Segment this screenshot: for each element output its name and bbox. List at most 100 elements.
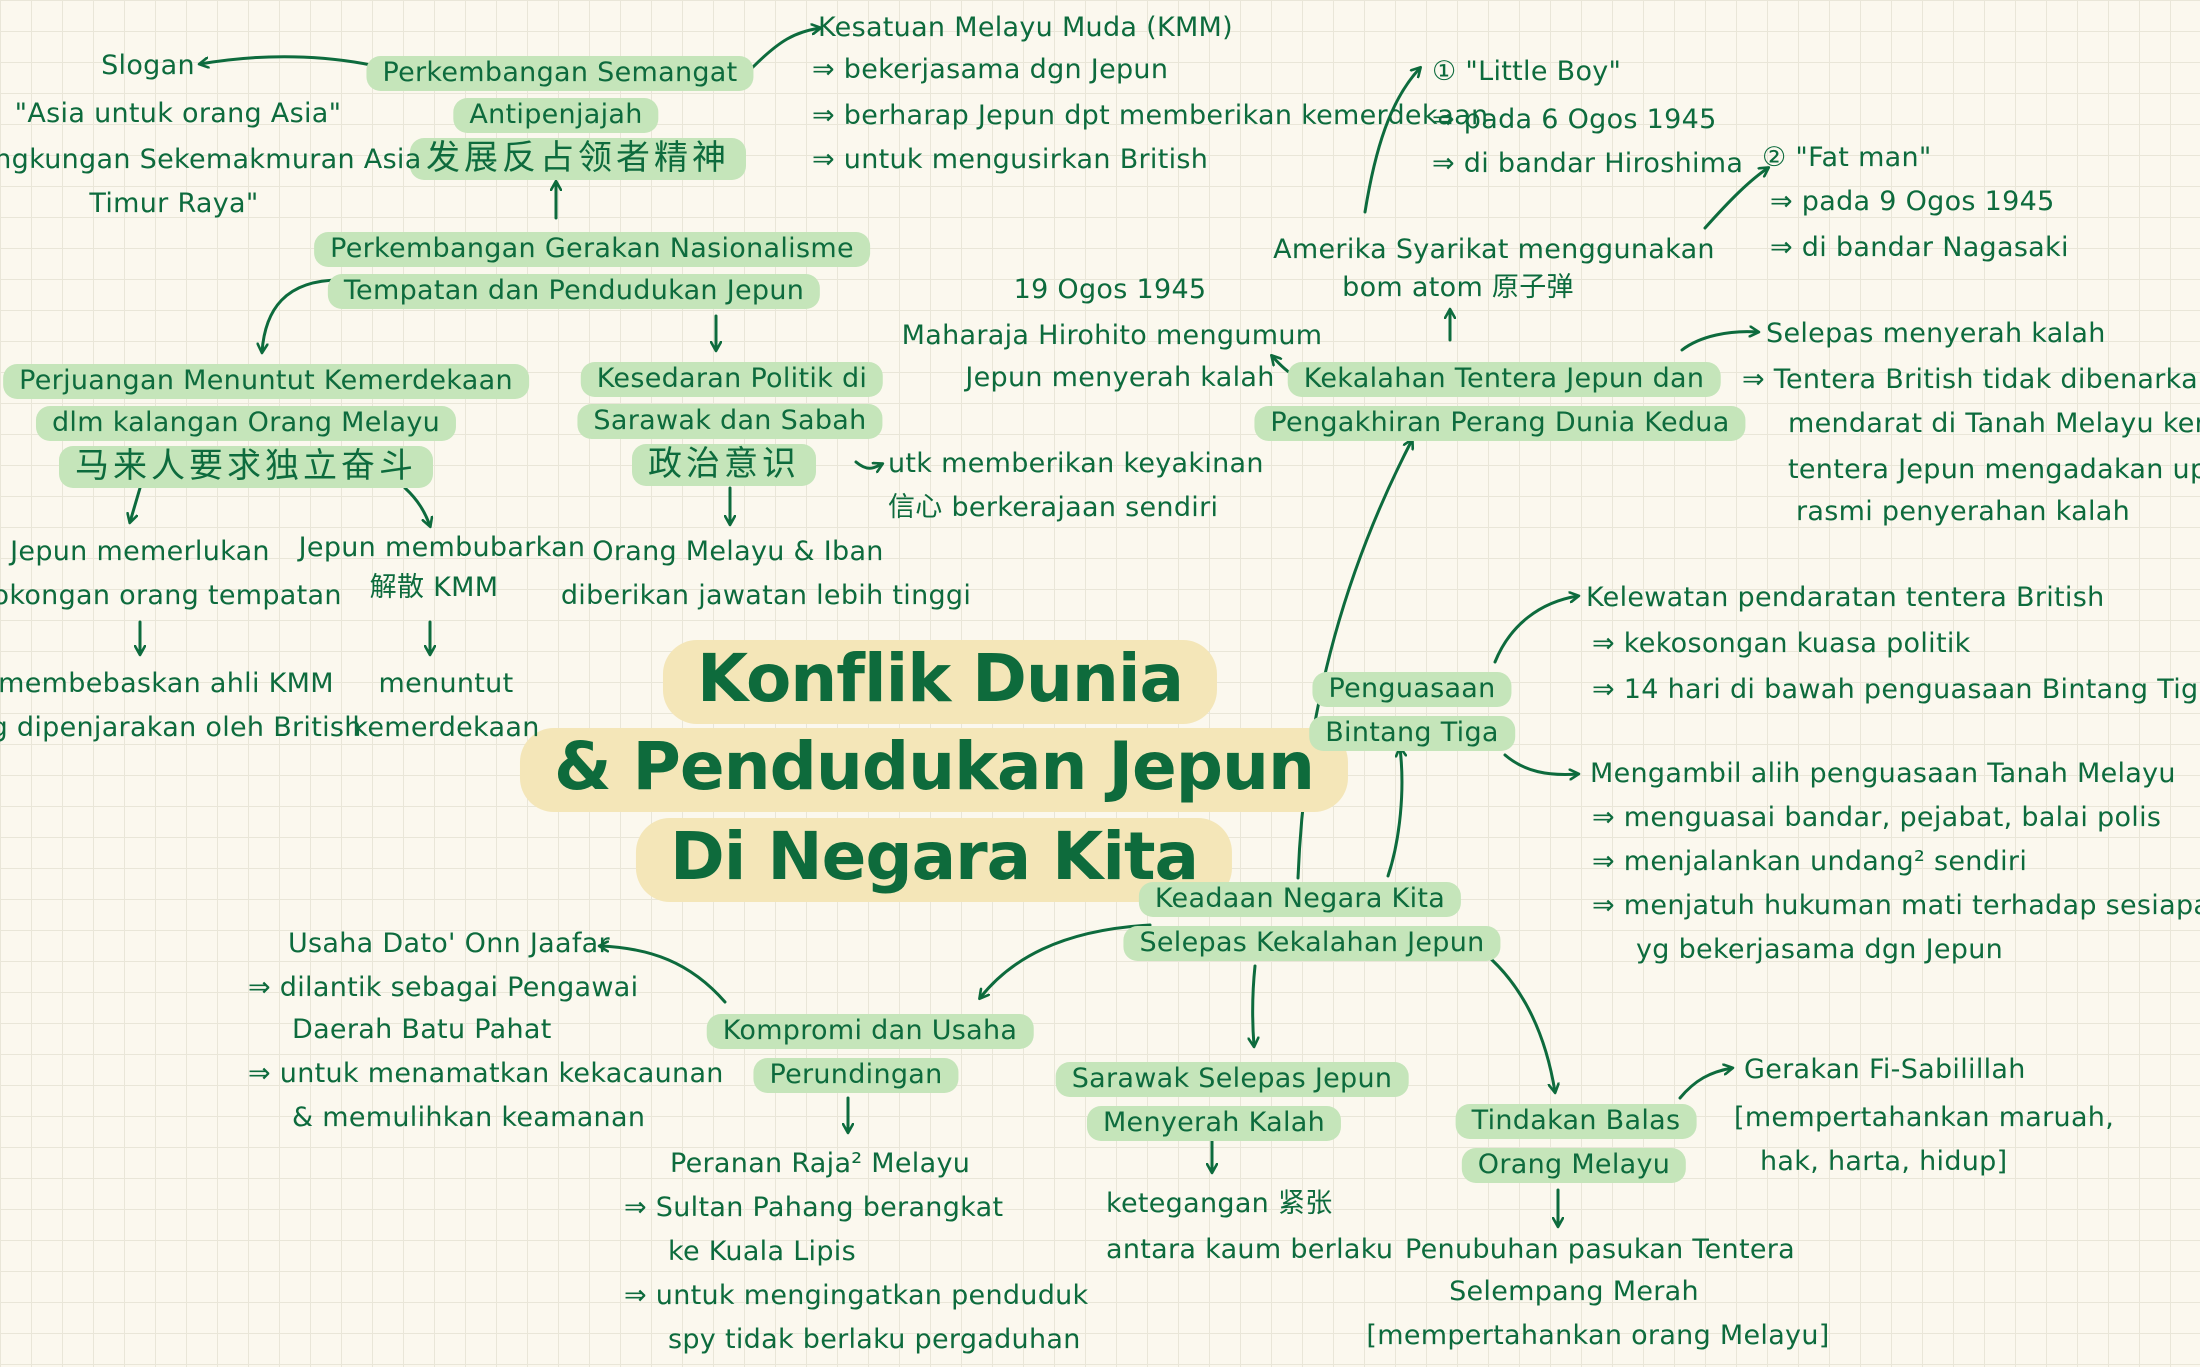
merah-1: Penubuhan pasukan Tentera xyxy=(1405,1234,1795,1265)
link-kekalahan-selepas xyxy=(1680,332,1758,352)
link-keadaan-kekalahan xyxy=(1296,440,1412,880)
tegang-1: ketegangan 紧张 xyxy=(1106,1188,1333,1219)
link-keadaan-kompromi xyxy=(980,923,1152,998)
yakin-1: utk memberikan keyakinan xyxy=(888,448,1264,479)
ambil-2: ⇒ menjalankan undang² sendiri xyxy=(1592,846,2028,877)
map-title-line-3: Di Negara Kita xyxy=(635,818,1233,902)
iban-1: Orang Melayu & Iban xyxy=(592,536,884,567)
raja-4: ⇒ untuk mengingatkan penduduk xyxy=(624,1280,1089,1311)
map-title-line-2: & Pendudukan Jepun xyxy=(519,728,1349,812)
raja-2: ⇒ Sultan Pahang berangkat xyxy=(624,1192,1004,1223)
ambil-1: ⇒ menguasai bandar, pejabat, balai polis xyxy=(1592,802,2162,833)
kmm-title: Kesatuan Melayu Muda (KMM) xyxy=(818,12,1233,43)
bebas-kmm-1: membebaskan ahli KMM xyxy=(0,668,334,699)
raja-5: spy tidak berlaku pergaduhan xyxy=(668,1324,1081,1355)
fat-1: ② "Fat man" xyxy=(1762,142,1932,173)
nasionalisme-main-1: Perkembangan Gerakan Nasionalisme xyxy=(314,232,870,267)
hirohito-date: 19 Ogos 1945 xyxy=(1013,274,1207,305)
link-bintang-lewat xyxy=(1493,596,1578,664)
kekalahan-main-1: Kekalahan Tentera Jepun dan xyxy=(1287,362,1721,397)
kekalahan-main-2: Pengakhiran Perang Dunia Kedua xyxy=(1254,406,1746,441)
balas-heading-2: Orang Melayu xyxy=(1461,1148,1687,1183)
ambil-title: Mengambil alih penguasaan Tanah Melayu xyxy=(1590,758,2176,789)
merah-2: Selempang Merah xyxy=(1449,1276,1699,1307)
nasionalisme-main-2: Tempatan dan Pendudukan Jepun xyxy=(327,274,821,309)
kesedaran-heading-1: Kesedaran Politik di xyxy=(580,362,884,397)
keadaan-main-2: Selepas Kekalahan Jepun xyxy=(1123,926,1501,961)
yakin-2: 信心 berkerajaan sendiri xyxy=(888,492,1219,523)
keadaan-main-1: Keadaan Negara Kita xyxy=(1138,882,1462,917)
balas-heading-1: Tindakan Balas xyxy=(1455,1104,1697,1139)
link-keadaan-sarawak xyxy=(1253,964,1255,1046)
kesedaran-heading-chinese: 政治意识 xyxy=(632,444,816,486)
kmm-point-2: ⇒ berharap Jepun dpt memberikan kemerdek… xyxy=(812,100,1489,131)
raja-title: Peranan Raja² Melayu xyxy=(670,1148,971,1179)
link-balas-sabil xyxy=(1678,1068,1732,1100)
amerika-1: Amerika Syarikat menggunakan xyxy=(1273,234,1715,265)
fat-3: ⇒ di bandar Nagasaki xyxy=(1770,232,2069,263)
link-bintang-ambil xyxy=(1503,753,1578,774)
perjuangan-heading-chinese: 马来人要求独立奋斗 xyxy=(59,446,433,488)
tuntut-1: menuntut xyxy=(378,668,514,699)
sarawak-heading-2: Menyerah Kalah xyxy=(1086,1106,1342,1141)
onn-3: Daerah Batu Pahat xyxy=(292,1014,552,1045)
jepun-perlu-1: Jepun memerlukan xyxy=(10,536,270,567)
tegang-2: antara kaum berlaku xyxy=(1106,1234,1394,1265)
selepas-2: ⇒ Tentera British tidak dibenarkan xyxy=(1742,364,2200,395)
lewat-1: ⇒ kekosongan kuasa politik xyxy=(1592,628,1971,659)
link-perjuangan-jepun xyxy=(130,486,142,522)
selepas-title: Selepas menyerah kalah xyxy=(1766,318,2106,349)
hirohito-3: Jepun menyerah kalah xyxy=(965,362,1275,393)
boy-1: ① "Little Boy" xyxy=(1432,56,1622,87)
map-title-line-1: Konflik Dunia xyxy=(662,640,1218,724)
boy-3: ⇒ di bandar Hiroshima xyxy=(1432,148,1744,179)
selepas-4: tentera Jepun mengadakan upacara xyxy=(1788,454,2200,485)
link-main-perjuangan xyxy=(262,278,342,352)
sabil-2: [mempertahankan maruah, xyxy=(1734,1102,2115,1133)
tuntut-2: kemerdekaan xyxy=(352,712,540,743)
merah-3: [mempertahankan orang Melayu] xyxy=(1366,1320,1830,1351)
link-amerika-fat xyxy=(1703,168,1768,230)
slogan-lingkungan-1: "Lingkungan Sekemakmuran Asia xyxy=(0,144,422,175)
selepas-5: rasmi penyerahan kalah xyxy=(1796,496,2131,527)
link-keadaan-balas xyxy=(1476,946,1555,1092)
semangat-heading-2: Antipenjajah xyxy=(453,98,659,133)
selepas-3: mendarat di Tanah Melayu kerana xyxy=(1788,408,2200,439)
amerika-2: bom atom 原子弹 xyxy=(1342,272,1574,303)
lewat-title: Kelewatan pendaratan tentera British xyxy=(1586,582,2105,613)
kmm-point-1: ⇒ bekerjasama dgn Jepun xyxy=(812,54,1169,85)
bubar-kmm-1: Jepun membubarkan xyxy=(298,532,586,563)
kesedaran-heading-2: Sarawak dan Sabah xyxy=(577,404,883,439)
bebas-kmm-2: yg dipenjarakan oleh British xyxy=(0,712,362,743)
perjuangan-heading-2: dlm kalangan Orang Melayu xyxy=(35,406,457,441)
onn-4: ⇒ untuk menamatkan kekacaunan xyxy=(248,1058,724,1089)
kompromi-heading-1: Kompromi dan Usaha xyxy=(706,1014,1034,1049)
link-perjuangan-bubar xyxy=(403,486,430,526)
fat-2: ⇒ pada 9 Ogos 1945 xyxy=(1770,186,2055,217)
hirohito-2: Maharaja Hirohito mengumum xyxy=(901,320,1323,351)
iban-2: diberikan jawatan lebih tinggi xyxy=(560,580,972,611)
sabil-title: Gerakan Fi-Sabilillah xyxy=(1744,1054,2026,1085)
semangat-heading-chinese: 发展反占领者精神 xyxy=(410,138,746,180)
jepun-perlu-2: sokongan orang tempatan xyxy=(0,580,342,611)
sabil-3: hak, harta, hidup] xyxy=(1760,1146,2008,1177)
kompromi-heading-2: Perundingan xyxy=(753,1058,959,1093)
link-amerika-boy xyxy=(1363,68,1420,214)
kmm-point-3: ⇒ untuk mengusirkan British xyxy=(812,144,1209,175)
lewat-2: ⇒ 14 hari di bawah penguasaan Bintang Ti… xyxy=(1592,674,2200,705)
bintang-main-2: Bintang Tiga xyxy=(1309,716,1515,751)
boy-2: ⇒ pada 6 Ogos 1945 xyxy=(1432,104,1717,135)
bintang-main-1: Penguasaan xyxy=(1312,672,1512,707)
semangat-heading-1: Perkembangan Semangat xyxy=(366,56,754,91)
ambil-3: ⇒ menjatuh hukuman mati terhadap sesiapa xyxy=(1592,890,2200,921)
link-kompromi-onn xyxy=(600,946,727,1004)
onn-2: ⇒ dilantik sebagai Pengawai xyxy=(248,972,639,1003)
ambil-4: yg bekerjasama dgn Jepun xyxy=(1636,934,2004,965)
onn-title: Usaha Dato' Onn Jaafar xyxy=(288,928,610,959)
link-keadaan-bintang xyxy=(1386,748,1402,878)
slogan-asia: "Asia untuk orang Asia" xyxy=(14,98,342,129)
link-semangat-kmm xyxy=(750,28,820,70)
onn-5: & memulihkan keamanan xyxy=(292,1102,646,1133)
link-kesedaran-yakin xyxy=(854,460,882,468)
